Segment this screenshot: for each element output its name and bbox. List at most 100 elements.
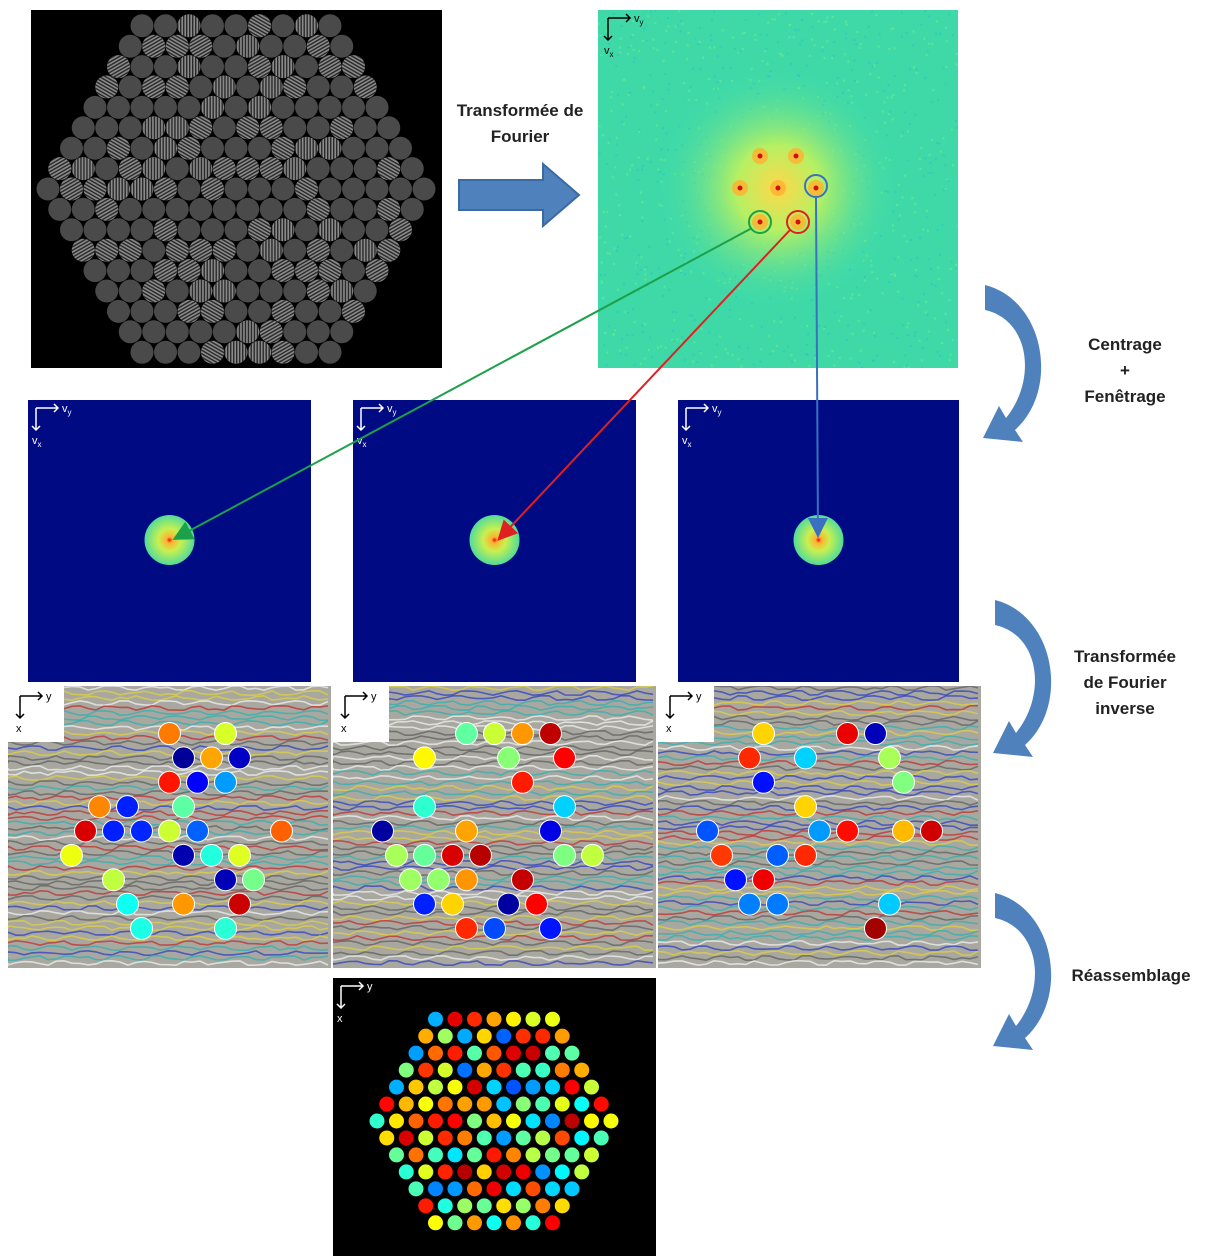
reassembled-core <box>428 1147 443 1163</box>
axis-y-label: y <box>367 981 373 993</box>
reassembled-core <box>603 1113 619 1129</box>
reassembled-core <box>535 1130 551 1146</box>
phase-core <box>102 819 125 843</box>
reassembled-core <box>515 1028 531 1044</box>
reassembled-core <box>467 1181 482 1197</box>
reassembled-core <box>496 1096 512 1112</box>
fiber-core <box>306 75 330 99</box>
phase-core <box>455 868 478 892</box>
axis-y-label: y <box>46 691 52 703</box>
fiber-core <box>259 197 283 221</box>
phase-core <box>752 868 775 892</box>
fiber-core <box>130 340 154 364</box>
reassembled-core <box>584 1113 599 1129</box>
reassembled-core <box>428 1113 443 1129</box>
fiber-core <box>283 238 307 262</box>
fiber-core <box>342 136 365 160</box>
phase-core <box>497 892 520 916</box>
phase-core <box>214 770 237 794</box>
fiber-core <box>130 136 154 160</box>
fiber-core <box>142 238 166 262</box>
fiber-core <box>107 218 130 242</box>
phase-core <box>892 770 915 794</box>
reassembled-core <box>408 1079 424 1095</box>
fiber-core <box>165 157 189 181</box>
fiber-core <box>130 14 154 38</box>
phase-core <box>878 746 901 770</box>
fiber-core <box>201 14 224 38</box>
reassembled-core <box>418 1130 434 1146</box>
reassembled-core <box>506 1079 521 1095</box>
fiber-core <box>295 299 318 323</box>
fiber-core <box>142 197 166 221</box>
phase-core <box>60 843 83 867</box>
reassembled-core <box>418 1096 434 1112</box>
reassembled-core <box>554 1164 570 1180</box>
fiber-core <box>295 340 318 364</box>
fiber-core <box>283 197 307 221</box>
fiber-core <box>330 238 354 262</box>
reassembled-core <box>486 1113 502 1129</box>
fiber-core <box>212 320 236 344</box>
reassembled-core <box>525 1181 541 1197</box>
reassembled-core <box>496 1130 512 1146</box>
fiber-core <box>130 259 154 283</box>
reassembled-core <box>389 1079 404 1095</box>
reassembled-core <box>467 1079 482 1095</box>
reassembled-core <box>535 1198 551 1214</box>
reassembled-core <box>398 1164 414 1180</box>
fiber-core <box>130 55 154 79</box>
phase-core <box>469 843 492 867</box>
curved-arrow-inverse <box>993 600 1052 757</box>
fiber-core <box>83 259 107 283</box>
reassembled-core <box>593 1096 609 1112</box>
fiber-core <box>224 95 248 119</box>
phase-core <box>158 819 181 843</box>
phase-core <box>724 868 747 892</box>
fiber-core <box>189 320 213 344</box>
axis-x-label: x <box>337 1013 343 1025</box>
fiber-core <box>201 55 224 79</box>
reassembled-core <box>447 1045 463 1061</box>
fiber-core <box>107 299 130 323</box>
fiber-core <box>212 116 236 140</box>
reassembled-core <box>554 1130 570 1146</box>
fiber-core <box>271 14 295 38</box>
reassembled-core <box>564 1045 580 1061</box>
reassembled-core <box>525 1011 541 1027</box>
reassembled-core <box>428 1079 443 1095</box>
fiber-core <box>236 279 260 303</box>
fiber-core <box>224 299 248 323</box>
fiber-core <box>165 320 189 344</box>
axis-x-label: vx <box>357 435 367 449</box>
phase-core <box>738 892 761 916</box>
reassembled-core <box>554 1198 570 1214</box>
reassembled-core <box>418 1028 434 1044</box>
axis-x-label: vx <box>604 45 614 59</box>
reassembled-core <box>525 1147 541 1163</box>
fiber-core <box>377 116 401 140</box>
reassembled-core <box>574 1130 590 1146</box>
phase-core <box>794 795 817 819</box>
reassembled-svg: yx <box>336 981 619 1231</box>
fiber-core <box>142 320 166 344</box>
reassembled-core <box>428 1215 443 1231</box>
fiber-bundle-svg <box>36 10 436 368</box>
centrage-label: Centrage + Fenêtrage <box>1070 332 1180 410</box>
fiber-core <box>295 55 318 79</box>
axis-y-label: vy <box>387 403 397 417</box>
fiber-core <box>306 157 330 181</box>
fiber-core <box>342 259 365 283</box>
phase-core <box>539 722 562 746</box>
phase-core <box>371 819 394 843</box>
fiber-core <box>154 95 177 119</box>
reassembled-core <box>398 1096 414 1112</box>
reassembled-core <box>486 1045 502 1061</box>
axis-x-label: vx <box>682 435 692 449</box>
fiber-core <box>177 340 201 364</box>
reassembled-core <box>515 1164 531 1180</box>
reassembled-core <box>369 1113 385 1129</box>
